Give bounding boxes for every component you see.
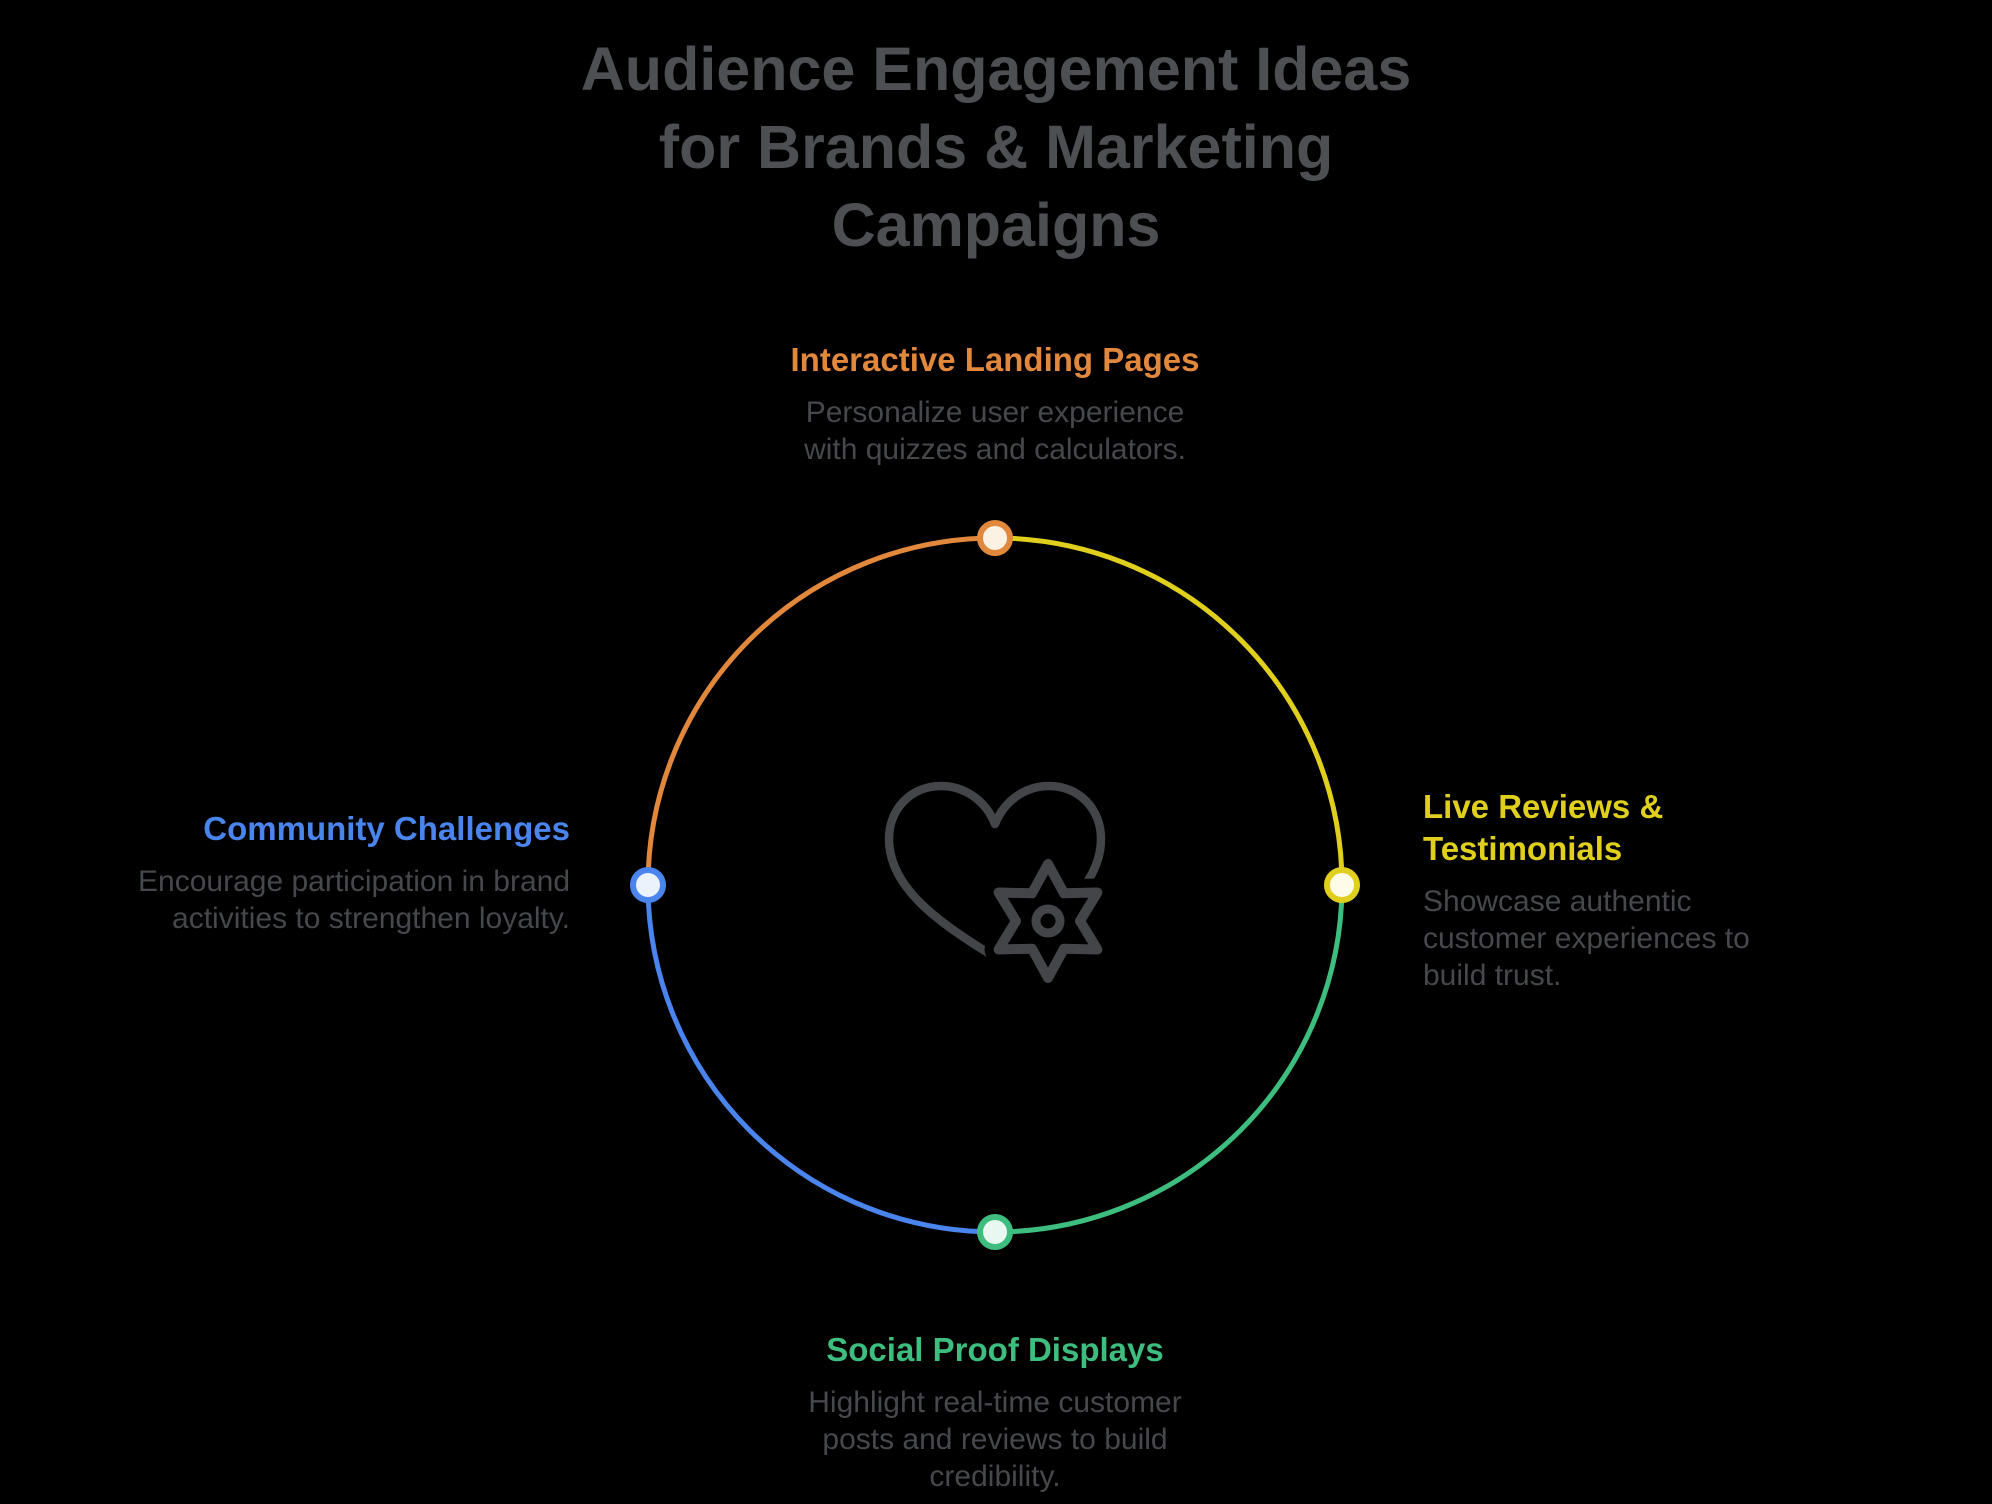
item-description-interactive-landing-pages: Personalize user experience with quizzes… [804, 396, 1186, 466]
node-dot-right [1324, 867, 1360, 903]
heart-gear-icon [884, 781, 1112, 992]
page-title-line-3: Campaigns [831, 191, 1161, 259]
arc-top-left-orange [645, 535, 996, 886]
gear-outline [993, 859, 1103, 983]
item-live-reviews-testimonials: Live Reviews & Testimonials Showcase aut… [1423, 786, 1803, 994]
arc-top-right-yellow [994, 535, 1345, 886]
item-description-live-reviews-testimonials: Showcase authentic customer experiences … [1423, 885, 1750, 992]
node-dot-left [630, 867, 666, 903]
node-dot-top [977, 520, 1013, 556]
gear-hole [1031, 904, 1065, 938]
item-heading-social-proof-displays: Social Proof Displays [826, 1331, 1164, 1368]
page-title-line-1: Audience Engagement Ideas [580, 35, 1412, 103]
item-description-community-challenges: Encourage participation in brand activit… [138, 865, 570, 935]
item-heading-live-reviews-testimonials: Live Reviews & Testimonials [1423, 788, 1664, 867]
item-description-social-proof-displays: Highlight real-time customer posts and r… [808, 1386, 1182, 1493]
item-community-challenges: Community Challenges Encourage participa… [120, 808, 570, 937]
page-title: Audience Engagement Ideas for Brands & M… [496, 30, 1496, 264]
arc-bottom-right-green [994, 884, 1345, 1235]
item-interactive-landing-pages: Interactive Landing Pages Personalize us… [695, 339, 1295, 468]
node-dot-bottom [977, 1214, 1013, 1250]
item-heading-interactive-landing-pages: Interactive Landing Pages [790, 341, 1200, 378]
item-heading-community-challenges: Community Challenges [203, 810, 570, 847]
arc-bottom-left-blue [645, 884, 996, 1235]
item-social-proof-displays: Social Proof Displays Highlight real-tim… [695, 1329, 1295, 1495]
page-title-line-2: for Brands & Marketing [658, 113, 1334, 181]
